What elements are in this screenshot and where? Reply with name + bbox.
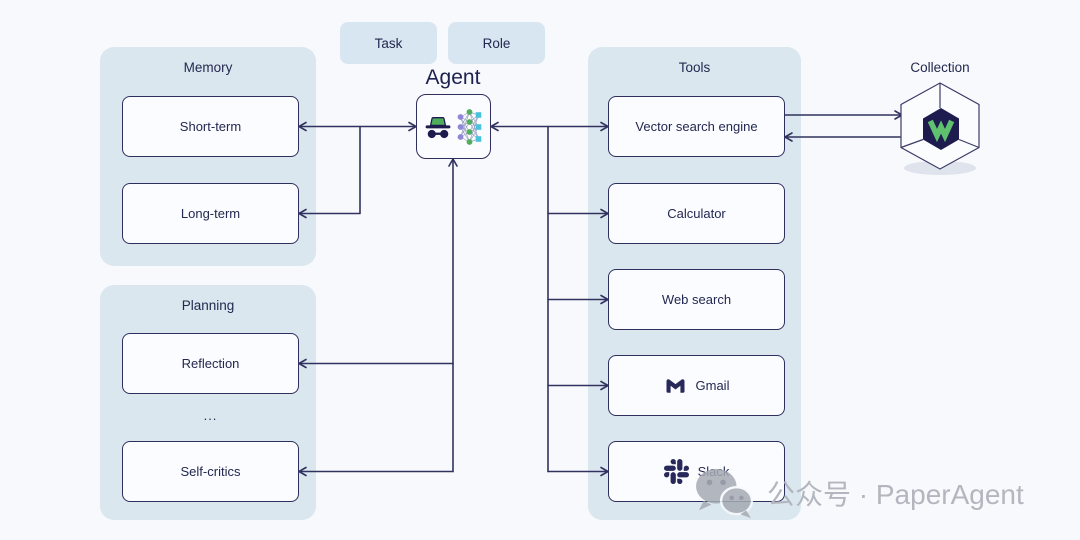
incognito-icon (425, 116, 451, 138)
node-label: Short-term (179, 119, 242, 134)
node-label: Reflection (181, 356, 240, 371)
gmail-icon (666, 378, 685, 393)
role-label: Role (482, 35, 511, 51)
tool-node-slack: Slack (608, 441, 785, 502)
neural-network-icon (457, 108, 482, 145)
planning-node-reflection: Reflection (122, 333, 299, 394)
planning-panel-title: Planning (181, 298, 235, 313)
collection-title: Collection (910, 60, 970, 75)
role-pill: Role (448, 22, 545, 64)
memory-panel-title: Memory (183, 60, 233, 75)
node-label: Web search (661, 292, 732, 307)
slack-icon (663, 459, 689, 484)
planning-node-self-critics: Self-critics (122, 441, 299, 502)
memory-node-short-term: Short-term (122, 96, 299, 157)
task-pill: Task (340, 22, 437, 64)
node-label: Self-critics (180, 464, 241, 479)
tool-node-gmail: Gmail (608, 355, 785, 416)
tools-panel-title: Tools (678, 60, 711, 75)
tool-node-calculator: Calculator (608, 183, 785, 244)
node-label: Calculator (667, 206, 726, 221)
tool-node-web-search: Web search (608, 269, 785, 330)
logo-w-glyph (927, 119, 955, 143)
weaviate-logo (900, 82, 980, 175)
agent-title: Agent (425, 66, 481, 89)
node-label: Gmail (695, 378, 730, 393)
node-label: Vector search engine (635, 119, 758, 134)
tool-node-vector-search: Vector search engine (608, 96, 785, 157)
agent-node (416, 94, 491, 159)
node-label: Long-term (180, 206, 241, 221)
task-label: Task (374, 35, 403, 51)
planning-ellipsis: ... (203, 408, 218, 423)
watermark: 公众号 · PaperAgent (693, 466, 1024, 520)
memory-node-long-term: Long-term (122, 183, 299, 244)
watermark-text: 公众号 · PaperAgent (767, 479, 1024, 510)
wechat-icon (696, 468, 754, 519)
edge-agent-longterm (298, 125, 361, 215)
